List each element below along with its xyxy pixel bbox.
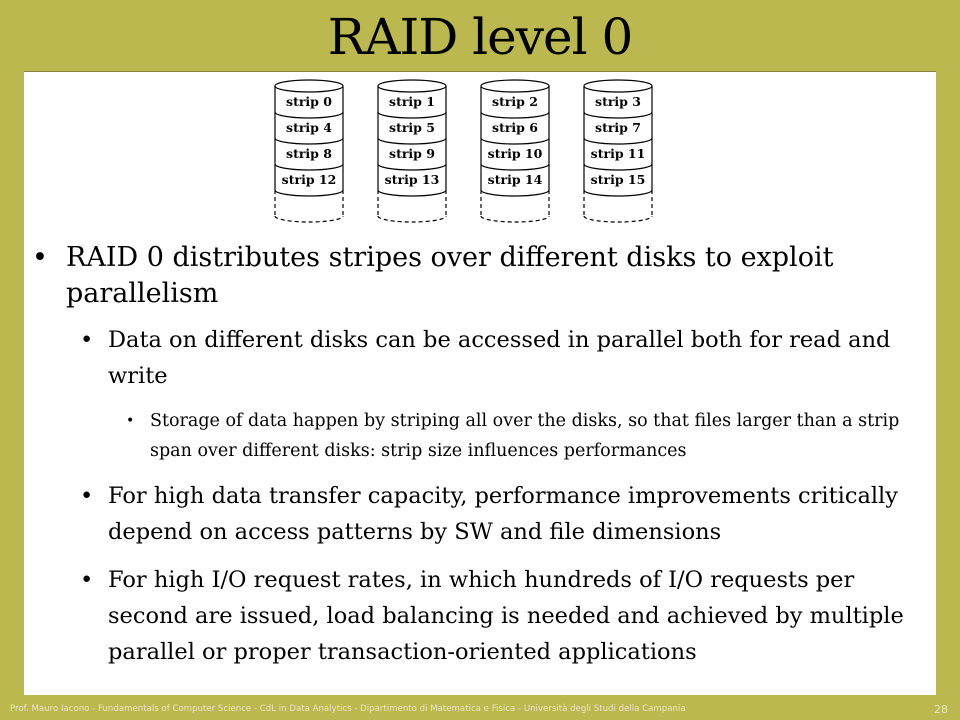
- bullet-dot: •: [80, 327, 94, 353]
- bullet-dot: •: [80, 483, 94, 509]
- bullet-text: Data on different disks can be accessed …: [108, 327, 891, 389]
- strip-label: strip 1: [389, 94, 435, 109]
- title-divider: [24, 71, 936, 72]
- strip-label: strip 4: [286, 120, 332, 135]
- strip-label: strip 5: [389, 120, 435, 135]
- strip-label: strip 9: [389, 146, 435, 161]
- bullet-dot: •: [80, 567, 94, 593]
- slide-title: RAID level 0: [327, 8, 634, 66]
- bullet-list: • RAID 0 distributes stripes over differ…: [30, 240, 930, 682]
- strip-label: strip 15: [591, 172, 646, 187]
- bullet-text: RAID 0 distributes stripes over differen…: [66, 242, 834, 309]
- bullet-dot: •: [32, 242, 48, 273]
- page-number: 28: [934, 703, 948, 716]
- strip-label: strip 0: [286, 94, 332, 109]
- bullet-text: For high I/O request rates, in which hun…: [108, 567, 904, 665]
- strip-label: strip 12: [282, 172, 337, 187]
- bullet-level2: • For high I/O request rates, in which h…: [30, 562, 930, 670]
- bullet-level2: • Data on different disks can be accesse…: [30, 322, 930, 394]
- footer-text: Prof. Mauro Iacono - Fundamentals of Com…: [10, 704, 686, 714]
- disk-3: strip 3 strip 7 strip 11 strip 15: [583, 79, 653, 223]
- content-panel: [24, 71, 936, 695]
- bullet-level2: • For high data transfer capacity, perfo…: [30, 478, 930, 550]
- strip-label: strip 7: [595, 120, 641, 135]
- bullet-text: For high data transfer capacity, perform…: [108, 483, 898, 545]
- bullet-level1: • RAID 0 distributes stripes over differ…: [30, 240, 930, 312]
- disk-0: strip 0 strip 4 strip 8 strip 12: [274, 79, 344, 223]
- disk-1: strip 1 strip 5 strip 9 strip 13: [377, 79, 447, 223]
- strip-label: strip 2: [492, 94, 538, 109]
- strip-label: strip 3: [595, 94, 641, 109]
- strip-label: strip 11: [591, 146, 646, 161]
- disk-2: strip 2 strip 6 strip 10 strip 14: [480, 79, 550, 223]
- strip-label: strip 8: [286, 146, 332, 161]
- strip-label: strip 14: [488, 172, 543, 187]
- strip-label: strip 13: [385, 172, 440, 187]
- bullet-level3: • Storage of data happen by striping all…: [30, 406, 930, 466]
- strip-label: strip 10: [488, 146, 543, 161]
- bullet-dot: •: [126, 413, 135, 429]
- bullet-text: Storage of data happen by striping all o…: [150, 411, 900, 461]
- strip-label: strip 6: [492, 120, 538, 135]
